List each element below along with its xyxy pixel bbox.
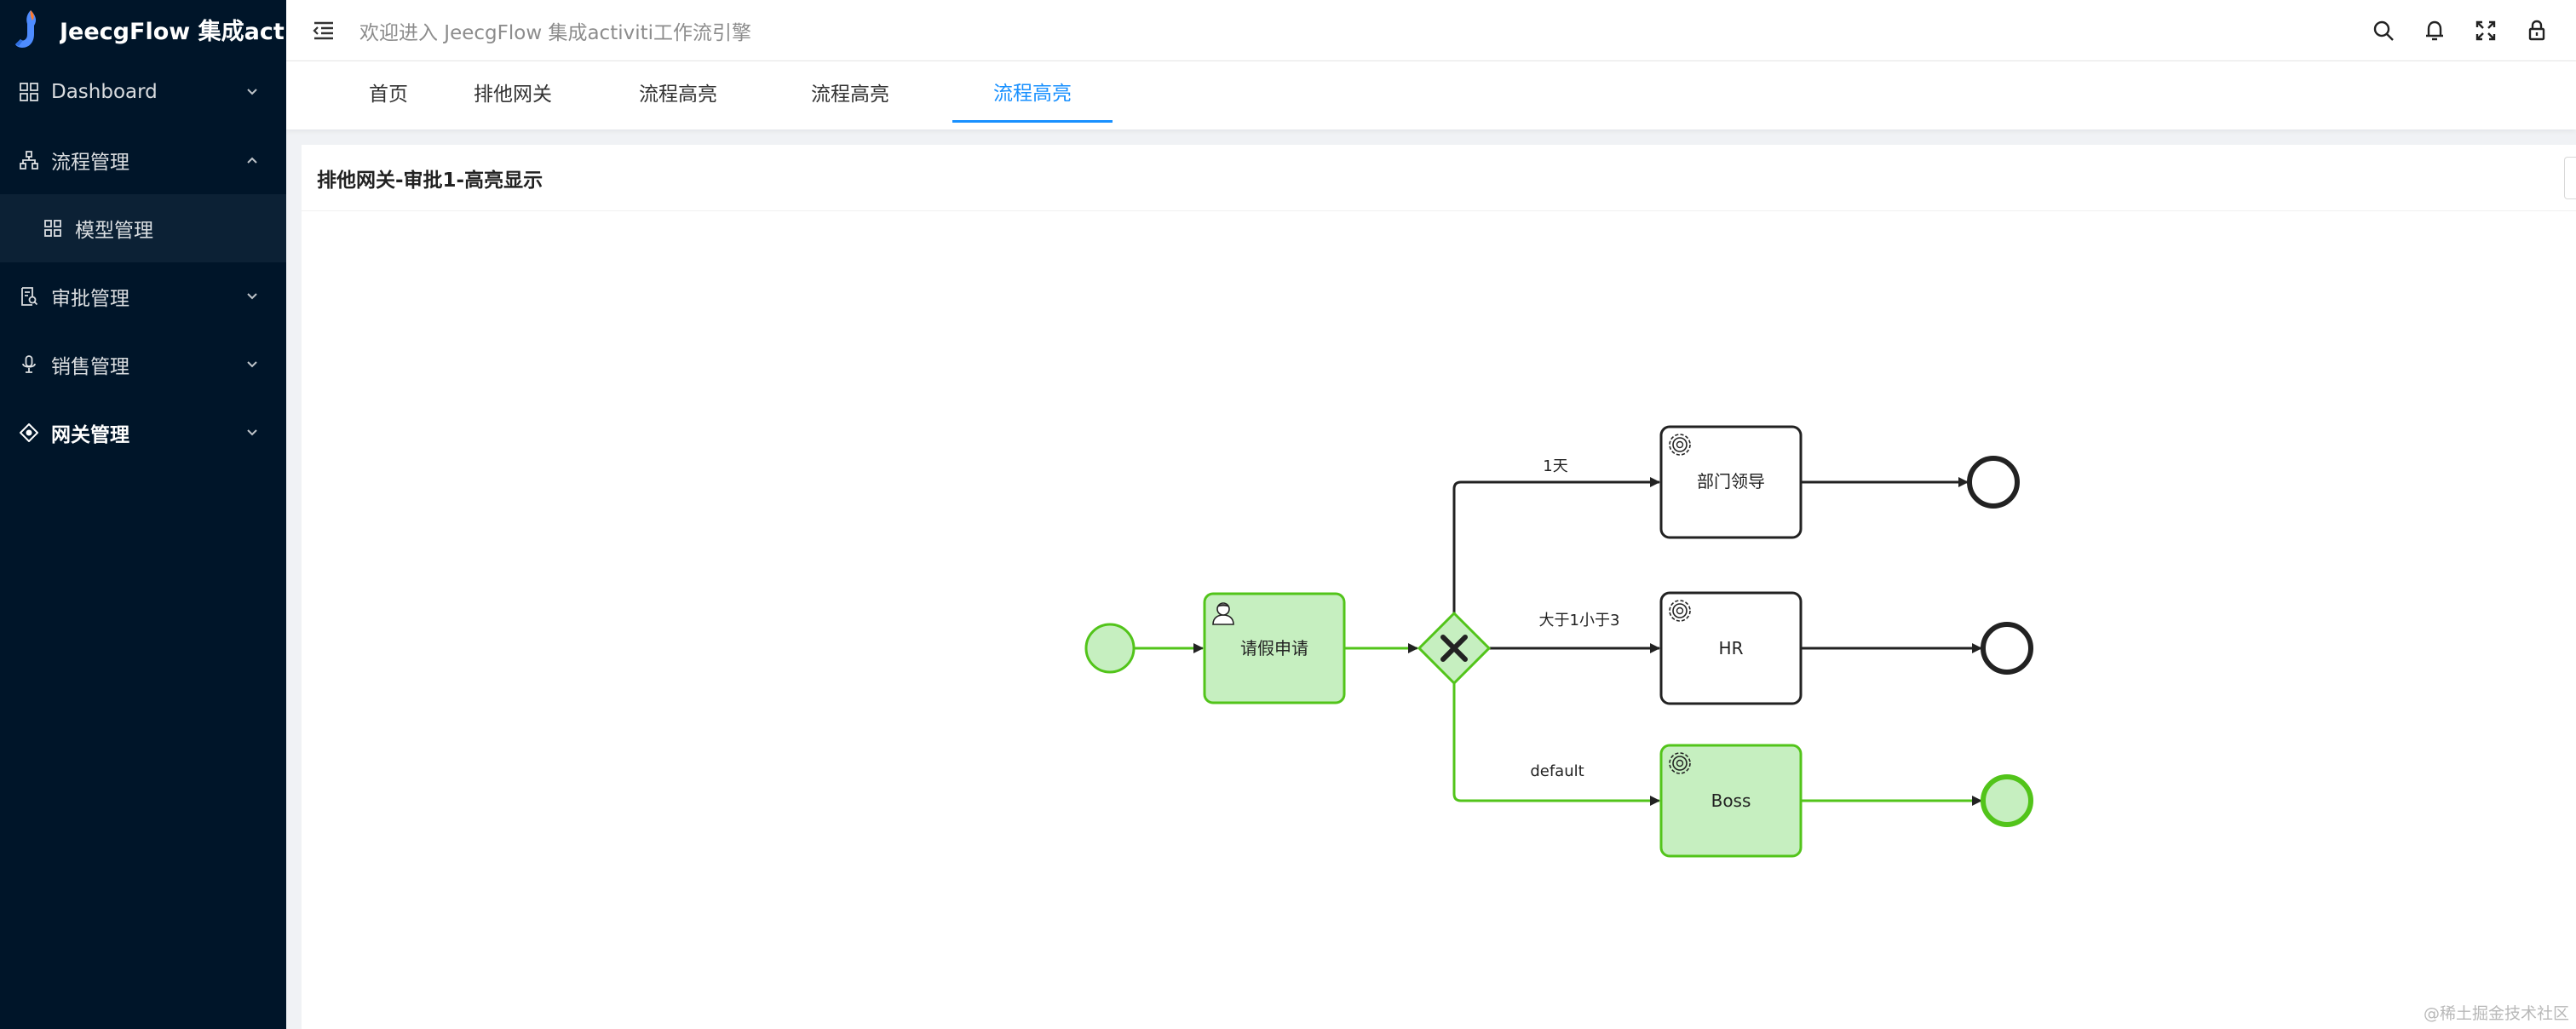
flow-gateway-to-boss[interactable] xyxy=(1452,683,1660,806)
sidebar-item-model-management[interactable]: 模型管理 xyxy=(0,194,286,262)
sidebar-item-label: 网关管理 xyxy=(51,424,129,446)
bell-icon[interactable] xyxy=(2409,5,2460,56)
menu-fold-icon[interactable] xyxy=(312,19,336,43)
tab-flow-highlight-3[interactable]: 流程高亮 xyxy=(952,61,1113,123)
sidebar: JeecgFlow 集成act... Dashboard 流程管理 xyxy=(0,0,286,1029)
chevron-up-icon xyxy=(244,152,261,169)
task-label: HR xyxy=(1719,638,1744,658)
search-icon[interactable] xyxy=(2358,5,2409,56)
lock-icon[interactable] xyxy=(2511,5,2562,56)
content-card: 排他网关-审批1-高亮显示 xyxy=(302,145,2576,1029)
exclusive-gateway[interactable] xyxy=(1417,611,1492,686)
flow-label-default: default xyxy=(1530,762,1584,780)
task-hr[interactable]: HR xyxy=(1659,591,1803,705)
sidebar-item-gateway-management[interactable]: 网关管理 xyxy=(0,399,286,467)
start-event[interactable] xyxy=(1084,623,1136,674)
jeecg-logo-icon xyxy=(14,9,44,49)
task-boss[interactable]: Boss xyxy=(1659,744,1803,858)
gear-icon xyxy=(1669,600,1691,622)
end-event-boss[interactable] xyxy=(1981,774,2033,827)
app-title: JeecgFlow 集成act... xyxy=(60,18,286,45)
user-task-icon xyxy=(1212,602,1234,625)
tab-exclusive-gateway[interactable]: 排他网关 xyxy=(474,83,552,106)
flow-gateway-to-dept[interactable] xyxy=(1452,477,1660,613)
chevron-down-icon xyxy=(244,356,261,373)
sidebar-item-label: Dashboard xyxy=(51,81,158,103)
task-label: 请假申请 xyxy=(1240,638,1308,658)
task-label: 部门领导 xyxy=(1697,471,1765,492)
gateway-x-icon xyxy=(1440,635,1468,662)
gear-icon xyxy=(1669,752,1691,774)
chevron-down-icon xyxy=(244,83,261,101)
header-actions xyxy=(2358,5,2562,56)
task-label: Boss xyxy=(1711,790,1751,811)
card-extra-button[interactable] xyxy=(2564,157,2576,199)
tab-flow-highlight-2[interactable]: 流程高亮 xyxy=(811,83,889,106)
flow-label-between: 大于1小于3 xyxy=(1539,612,1620,629)
card-header: 排他网关-审批1-高亮显示 xyxy=(302,145,2576,211)
task-apply[interactable]: 请假申请 xyxy=(1203,592,1346,704)
dashboard-icon xyxy=(19,82,39,102)
flow-submenu: 模型管理 xyxy=(0,194,286,262)
sidebar-item-label: 模型管理 xyxy=(75,220,153,242)
card-title: 排他网关-审批1-高亮显示 xyxy=(317,169,543,192)
app-logo[interactable]: JeecgFlow 集成act... xyxy=(0,0,286,58)
sidebar-item-sales-management[interactable]: 销售管理 xyxy=(0,331,286,399)
chevron-down-icon xyxy=(244,288,261,305)
tab-home[interactable]: 首页 xyxy=(369,83,408,106)
microphone-icon xyxy=(19,354,39,375)
watermark: @稀土掘金技术社区 xyxy=(2423,1004,2569,1023)
sidebar-item-label: 流程管理 xyxy=(51,152,129,174)
sidebar-item-label: 审批管理 xyxy=(51,288,129,310)
sidebar-item-approval-management[interactable]: 审批管理 xyxy=(0,262,286,331)
end-event-dept[interactable] xyxy=(1967,456,2020,509)
tab-flow-highlight-1[interactable]: 流程高亮 xyxy=(639,83,717,106)
gear-icon xyxy=(1669,434,1691,456)
grid-icon xyxy=(43,218,63,239)
sidebar-item-flow-management[interactable]: 流程管理 xyxy=(0,126,286,194)
flow-label-one-day: 1天 xyxy=(1543,457,1567,475)
sidebar-item-dashboard[interactable]: Dashboard xyxy=(0,58,286,126)
tab-bar: 首页 排他网关 流程高亮 流程高亮 流程高亮 xyxy=(286,61,2576,129)
fullscreen-icon[interactable] xyxy=(2460,5,2511,56)
top-header: 欢迎进入 JeecgFlow 集成activiti工作流引擎 xyxy=(286,0,2576,61)
chevron-down-icon xyxy=(244,424,261,441)
sequence-flows xyxy=(1135,477,1982,806)
gateway-icon xyxy=(19,423,39,443)
welcome-text: 欢迎进入 JeecgFlow 集成activiti工作流引擎 xyxy=(359,21,752,44)
flow-icon xyxy=(19,150,39,170)
audit-icon xyxy=(19,286,39,307)
end-event-hr[interactable] xyxy=(1981,622,2033,675)
task-dept-leader[interactable]: 部门领导 xyxy=(1659,425,1803,539)
sidebar-item-label: 销售管理 xyxy=(51,356,129,378)
